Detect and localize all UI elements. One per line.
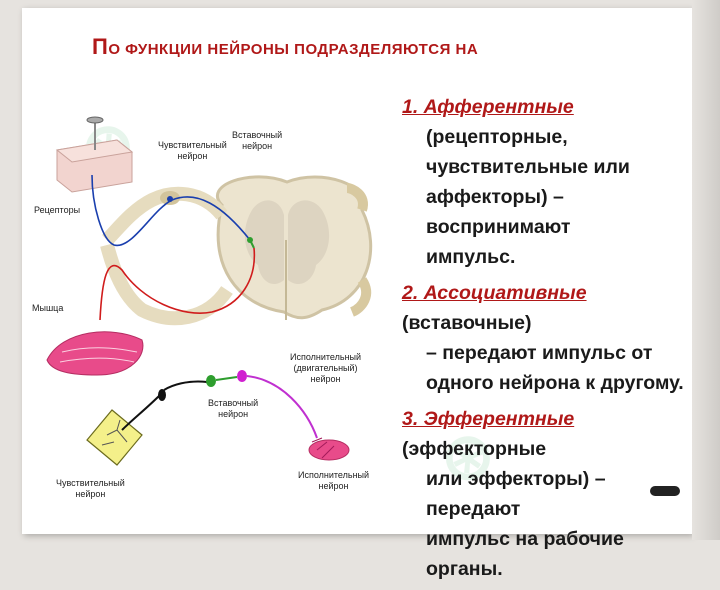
page-title: По функции нейроны подразделяются на — [92, 34, 478, 60]
label-line: Чувствительный — [158, 140, 227, 150]
desc-line: или эффекторы) – передают — [426, 468, 606, 520]
term-associative: 2. Ассоциативные — [402, 282, 587, 304]
window-edge — [692, 0, 720, 540]
sensory-pathway — [91, 174, 251, 247]
desc-line: одного нейрона к другому. — [426, 372, 684, 394]
title-rest: о функции нейроны подразделяются на — [108, 41, 479, 58]
label-line: Вставочный — [208, 398, 259, 408]
label-line: нейрон — [75, 489, 106, 499]
muscle — [46, 331, 144, 376]
schematic-neurons — [86, 370, 350, 466]
label-muscle: Мышца — [32, 303, 64, 313]
label-line: (двигательный) — [293, 363, 358, 373]
desc-line: импульс. — [426, 246, 516, 268]
title-first-letter: П — [92, 34, 109, 59]
label-line: Исполнительный — [290, 352, 362, 362]
term-inline: (эффекторные — [402, 438, 547, 460]
sensory-ganglion — [167, 196, 173, 202]
desc-line: (рецепторные, — [426, 126, 568, 148]
label-line: нейрон — [242, 141, 273, 151]
label-receptors: Рецепторы — [34, 205, 81, 215]
desc-line: импульс на рабочие органы. — [426, 528, 624, 580]
spinal-cord — [216, 175, 373, 320]
label-sensory-neuron-2: Чувствительный нейрон — [56, 478, 125, 500]
label-motor-neuron: Исполнительный (двигательный) нейрон — [290, 352, 361, 385]
list-item: 2. Ассоциативные (вставочные) – передают… — [402, 278, 692, 398]
label-motor-neuron-2: Исполнительный нейрон — [298, 470, 369, 492]
corner-mark — [650, 486, 680, 496]
label-line: нейрон — [218, 409, 249, 419]
list-item: 3. Эфферентные (эффекторные или эффектор… — [402, 404, 692, 584]
neuron-classification-list: 1. Афферентные (рецепторные, чувствитель… — [402, 92, 692, 590]
desc-line: – передают импульс от — [426, 342, 653, 364]
label-line: Чувствительный — [56, 478, 125, 488]
skin-receptor-block — [55, 116, 134, 193]
term-afferent: 1. Афферентные — [402, 96, 574, 118]
label-line: Исполнительный — [298, 470, 370, 480]
reflex-arc-diagram — [46, 116, 373, 466]
label-line: нейрон — [177, 151, 208, 161]
list-item: 1. Афферентные (рецепторные, чувствитель… — [402, 92, 692, 272]
label-sensory-neuron: Чувствительный нейрон — [158, 140, 227, 162]
motor-pathway — [99, 247, 256, 321]
term-inline: (вставочные) — [402, 312, 532, 334]
interneuron-body — [247, 237, 253, 243]
desc-line: чувствительные или — [426, 156, 630, 178]
label-line: нейрон — [318, 481, 349, 491]
label-line: нейрон — [310, 374, 341, 384]
desc-line: аффекторы) – воспринимают — [426, 186, 571, 238]
label-line: Вставочный — [232, 130, 283, 140]
label-inter-neuron: Вставочный нейрон — [232, 130, 282, 152]
term-efferent: 3. Эфферентные — [402, 408, 575, 430]
label-inter-neuron-2: Вставочный нейрон — [208, 398, 258, 420]
